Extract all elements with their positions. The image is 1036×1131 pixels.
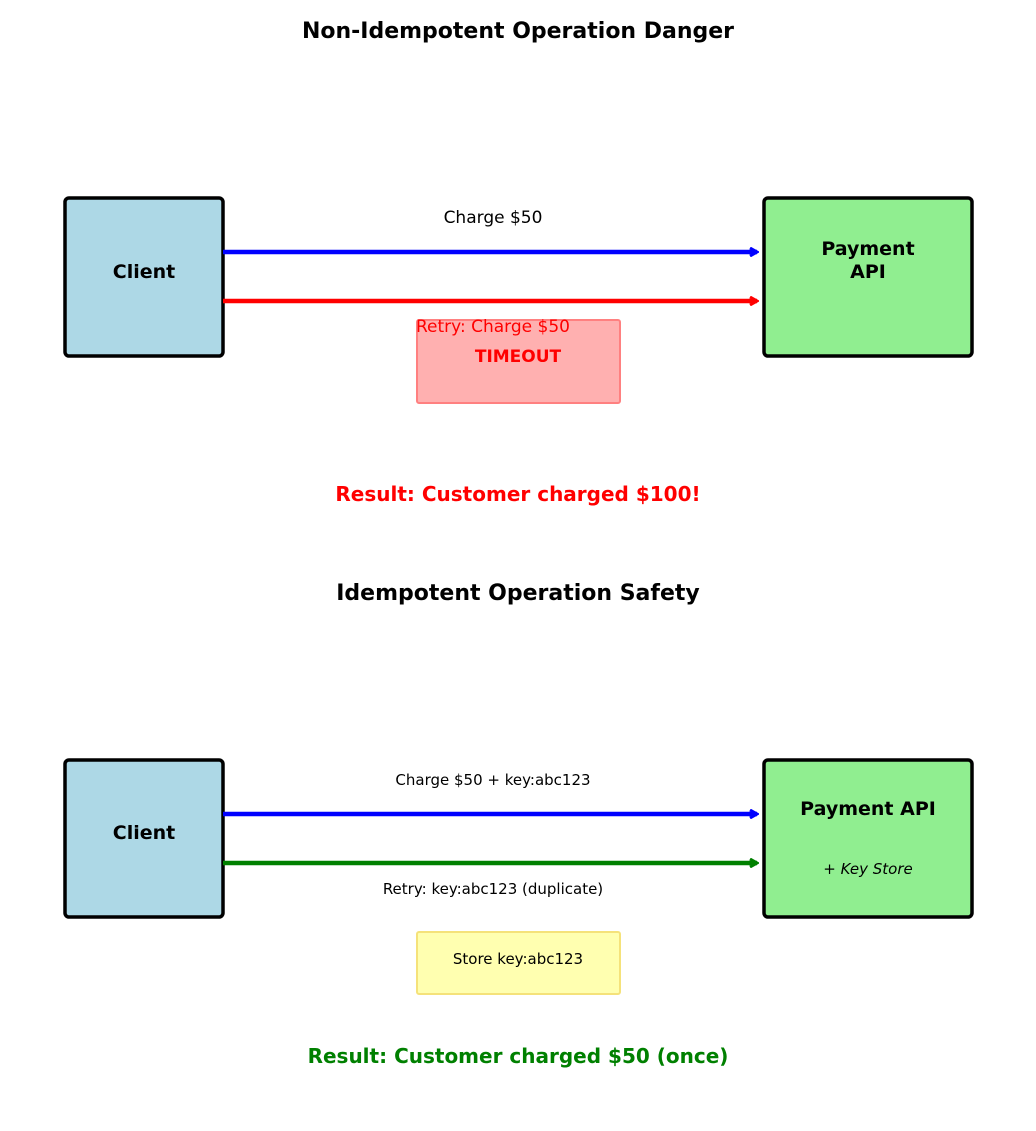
bottom-client-box [63, 758, 225, 919]
top-request-label: Charge $50 [444, 208, 543, 228]
bottom-retry-label: Retry: key:abc123 (duplicate) [383, 880, 603, 898]
idempotent-panel: Idempotent Operation Safety Client Payme… [63, 581, 974, 1068]
key-store-label: + Key Store [823, 860, 913, 878]
top-payment-api-box [762, 196, 974, 358]
top-client-label: Client [113, 261, 175, 283]
bottom-request-label: Charge $50 + key:abc123 [395, 771, 590, 789]
store-key-label: Store key:abc123 [453, 950, 583, 968]
top-result: Result: Customer charged $100! [335, 482, 700, 506]
bottom-result: Result: Customer charged $50 (once) [308, 1044, 729, 1068]
bottom-title: Idempotent Operation Safety [336, 581, 700, 606]
store-key-box [416, 931, 621, 995]
top-api-label-line2: API [850, 261, 886, 283]
bottom-payment-api-box [762, 758, 974, 919]
bottom-client-label: Client [113, 822, 175, 844]
top-title: Non-Idempotent Operation Danger [302, 19, 734, 44]
timeout-box [416, 319, 621, 404]
timeout-label: TIMEOUT [475, 347, 562, 367]
bottom-api-label: Payment API [800, 798, 936, 820]
top-api-label-line1: Payment [821, 238, 914, 260]
non-idempotent-panel: Non-Idempotent Operation Danger Client P… [63, 19, 974, 506]
top-client-box [63, 196, 225, 358]
top-retry-label: Retry: Charge $50 [416, 317, 570, 337]
